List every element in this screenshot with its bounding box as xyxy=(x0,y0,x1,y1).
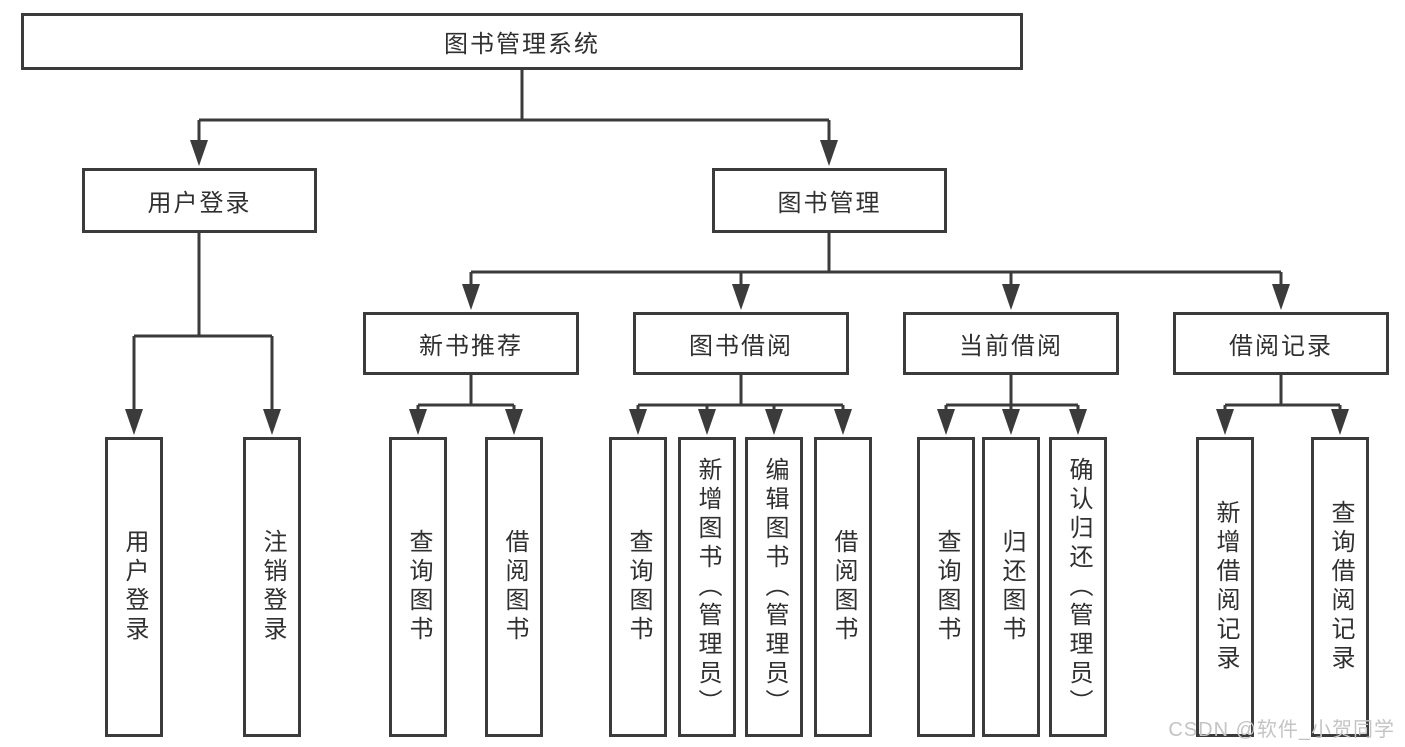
leaf-query-books-current: 查询图书 xyxy=(917,437,975,737)
arrowhead-icon xyxy=(937,409,955,435)
arrowhead-icon xyxy=(1272,284,1290,310)
arrowhead-icon xyxy=(698,409,716,435)
arrowhead-icon xyxy=(263,409,281,435)
arrowhead-icon xyxy=(629,409,647,435)
edge-root-to-level2 xyxy=(197,70,831,150)
arrowhead-icon xyxy=(1331,409,1349,435)
leaf-borrow-books-recommend: 借阅图书 xyxy=(485,437,543,737)
node-user-login: 用户登录 xyxy=(82,168,317,233)
arrowhead-icon xyxy=(1002,284,1020,310)
edge-book-borrow-fork xyxy=(636,375,845,414)
node-book-borrowing: 图书借阅 xyxy=(633,312,849,375)
watermark: CSDN @软件_小贺同学 xyxy=(1168,719,1395,741)
node-library-system: 图书管理系统 xyxy=(21,13,1023,70)
edge-user-login-fork xyxy=(132,233,274,415)
arrowhead-icon xyxy=(732,284,750,310)
leaf-borrow-books-borrowing: 借阅图书 xyxy=(814,437,872,737)
arrowhead-icon xyxy=(1216,409,1234,435)
arrowhead-icon xyxy=(462,284,480,310)
leaf-user-login: 用户登录 xyxy=(105,437,163,737)
node-book-management: 图书管理 xyxy=(712,168,947,233)
arrowhead-icon xyxy=(820,140,838,166)
leaf-confirm-return-admin: 确认归还（管理员） xyxy=(1049,437,1107,737)
node-borrowing-records: 借阅记录 xyxy=(1173,312,1389,375)
arrowhead-icon xyxy=(765,409,783,435)
leaf-return-books: 归还图书 xyxy=(982,437,1040,737)
edge-new-book-fork xyxy=(416,375,516,414)
leaf-edit-books-admin: 编辑图书（管理员） xyxy=(745,437,803,737)
edge-borrow-records-fork xyxy=(1223,375,1342,414)
arrowhead-icon xyxy=(1069,409,1087,435)
edge-book-mgmt-fork xyxy=(469,233,1283,290)
leaf-add-books-admin: 新增图书（管理员） xyxy=(678,437,736,737)
tree-edges xyxy=(132,70,1342,415)
arrowheads xyxy=(125,140,1349,435)
arrowhead-icon xyxy=(834,409,852,435)
arrowhead-icon xyxy=(505,409,523,435)
arrowhead-icon xyxy=(409,409,427,435)
leaf-query-borrow-record: 查询借阅记录 xyxy=(1311,437,1369,737)
arrowhead-icon xyxy=(1002,409,1020,435)
node-new-book-recommendation: 新书推荐 xyxy=(363,312,579,375)
leaf-query-books-recommend: 查询图书 xyxy=(389,437,447,737)
leaf-query-books-borrowing: 查询图书 xyxy=(609,437,667,737)
leaf-logout: 注销登录 xyxy=(243,437,301,737)
leaf-add-borrow-record: 新增借阅记录 xyxy=(1196,437,1254,737)
arrowhead-icon xyxy=(190,140,208,166)
node-current-borrowing: 当前借阅 xyxy=(903,312,1119,375)
edge-current-borrow-fork xyxy=(944,375,1080,414)
arrowhead-icon xyxy=(125,409,143,435)
